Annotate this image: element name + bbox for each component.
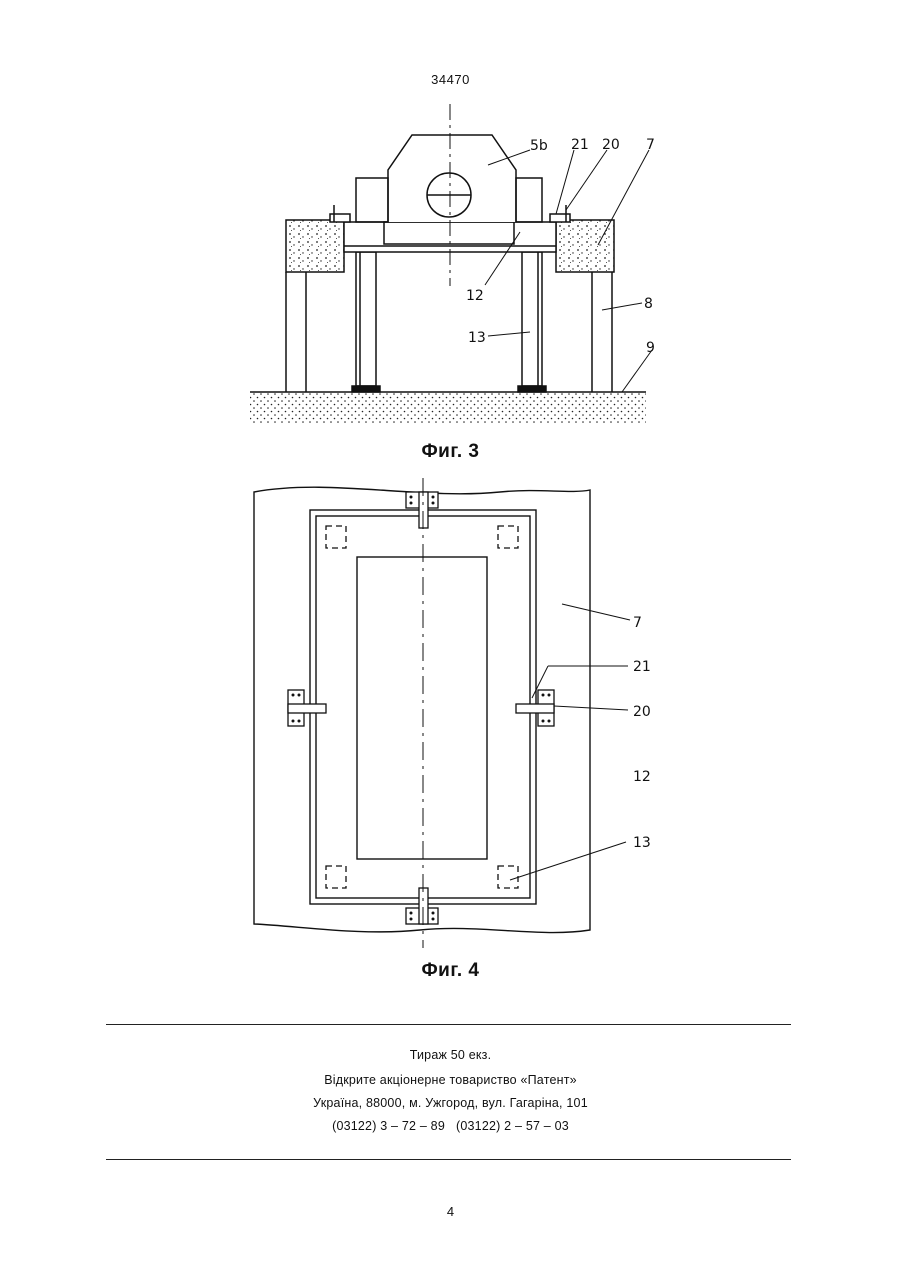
footer-bottom-rule <box>106 1159 791 1160</box>
callout-13-fig4: 13 <box>633 835 651 851</box>
clamp-bar-21-right <box>516 704 554 713</box>
clamp-bar-21-left <box>288 704 326 713</box>
column-13-bottom-left <box>326 866 346 888</box>
callout-7-fig4: 7 <box>633 615 642 631</box>
footer-circulation: Тираж 50 екз. <box>0 1048 901 1062</box>
page-number: 4 <box>0 1204 901 1219</box>
callout-12-fig4: 12 <box>633 769 651 785</box>
footer-top-rule <box>106 1024 791 1025</box>
callout-21-fig4: 21 <box>633 659 651 675</box>
column-13-top-left <box>326 526 346 548</box>
figure-4-drawing: 7 21 20 12 13 <box>0 0 901 1000</box>
column-13-bottom-right <box>498 866 518 888</box>
inner-window <box>357 557 487 859</box>
footer-phones: (03122) 3 – 72 – 89 (03122) 2 – 57 – 03 <box>0 1119 901 1133</box>
figure-4-caption: Фиг. 4 <box>0 960 901 982</box>
footer-address: Україна, 88000, м. Ужгород, вул. Гагарін… <box>0 1096 901 1110</box>
callout-20-fig4: 20 <box>633 704 651 720</box>
footer-publisher: Відкрите акціонерне товариство «Патент» <box>0 1073 901 1087</box>
column-13-top-right <box>498 526 518 548</box>
